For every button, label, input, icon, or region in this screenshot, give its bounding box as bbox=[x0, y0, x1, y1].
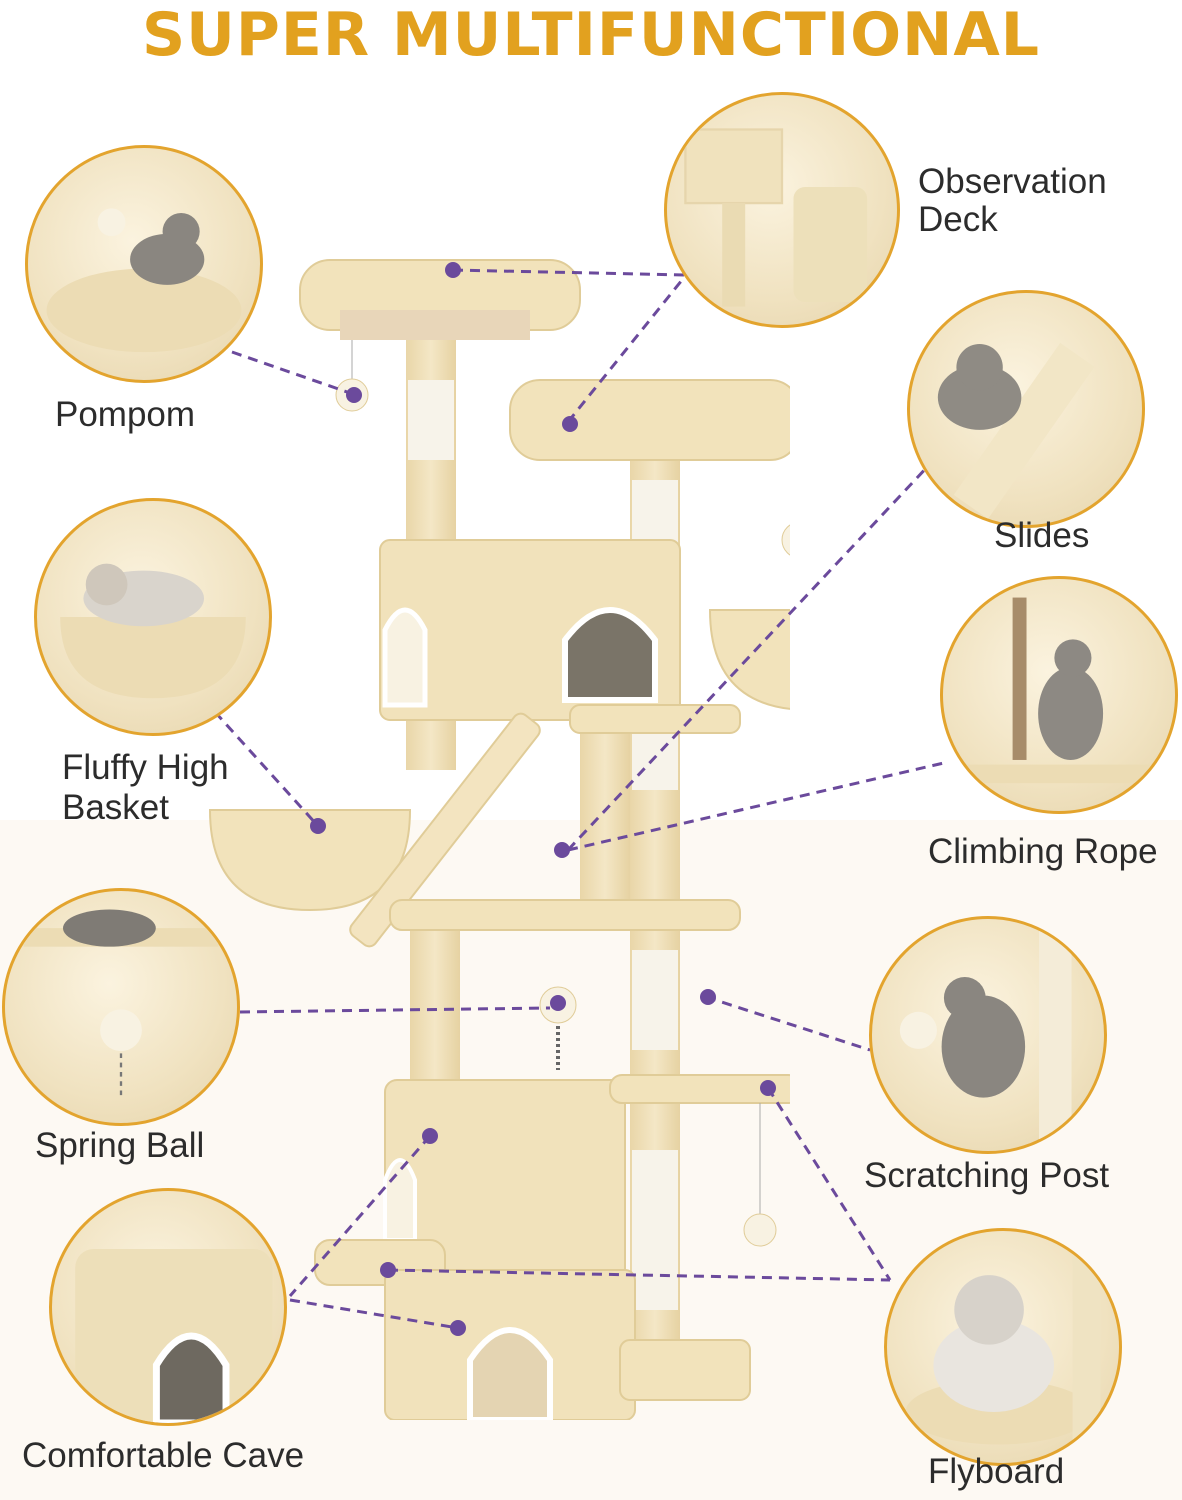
fluffy-high-basket-photo bbox=[34, 498, 272, 736]
label-scratching-post: Scratching Post bbox=[864, 1156, 1110, 1195]
label-slides: Slides bbox=[994, 516, 1090, 555]
label-observation-deck-line1: Observation bbox=[918, 162, 1107, 201]
label-observation-deck-line2: Deck bbox=[918, 200, 998, 239]
flyboard-photo bbox=[884, 1228, 1122, 1466]
label-spring-ball: Spring Ball bbox=[35, 1126, 205, 1165]
page-title: SUPER MULTIFUNCTIONAL bbox=[141, 0, 1041, 70]
label-comfortable-cave: Comfortable Cave bbox=[22, 1436, 305, 1475]
label-pompom: Pompom bbox=[55, 395, 196, 434]
label-fluffy-high-basket-line2: Basket bbox=[62, 788, 169, 827]
pompom-photo bbox=[25, 145, 263, 383]
spring-ball-photo bbox=[2, 888, 240, 1126]
scratching-post-photo bbox=[869, 916, 1107, 1154]
label-flyboard: Flyboard bbox=[928, 1452, 1065, 1491]
slides-photo bbox=[907, 290, 1145, 528]
comfortable-cave-photo bbox=[49, 1188, 287, 1426]
observation-deck-photo bbox=[664, 92, 900, 328]
label-climbing-rope: Climbing Rope bbox=[928, 832, 1158, 871]
climbing-rope-photo bbox=[940, 576, 1178, 814]
label-fluffy-high-basket-line1: Fluffy High bbox=[62, 748, 229, 787]
